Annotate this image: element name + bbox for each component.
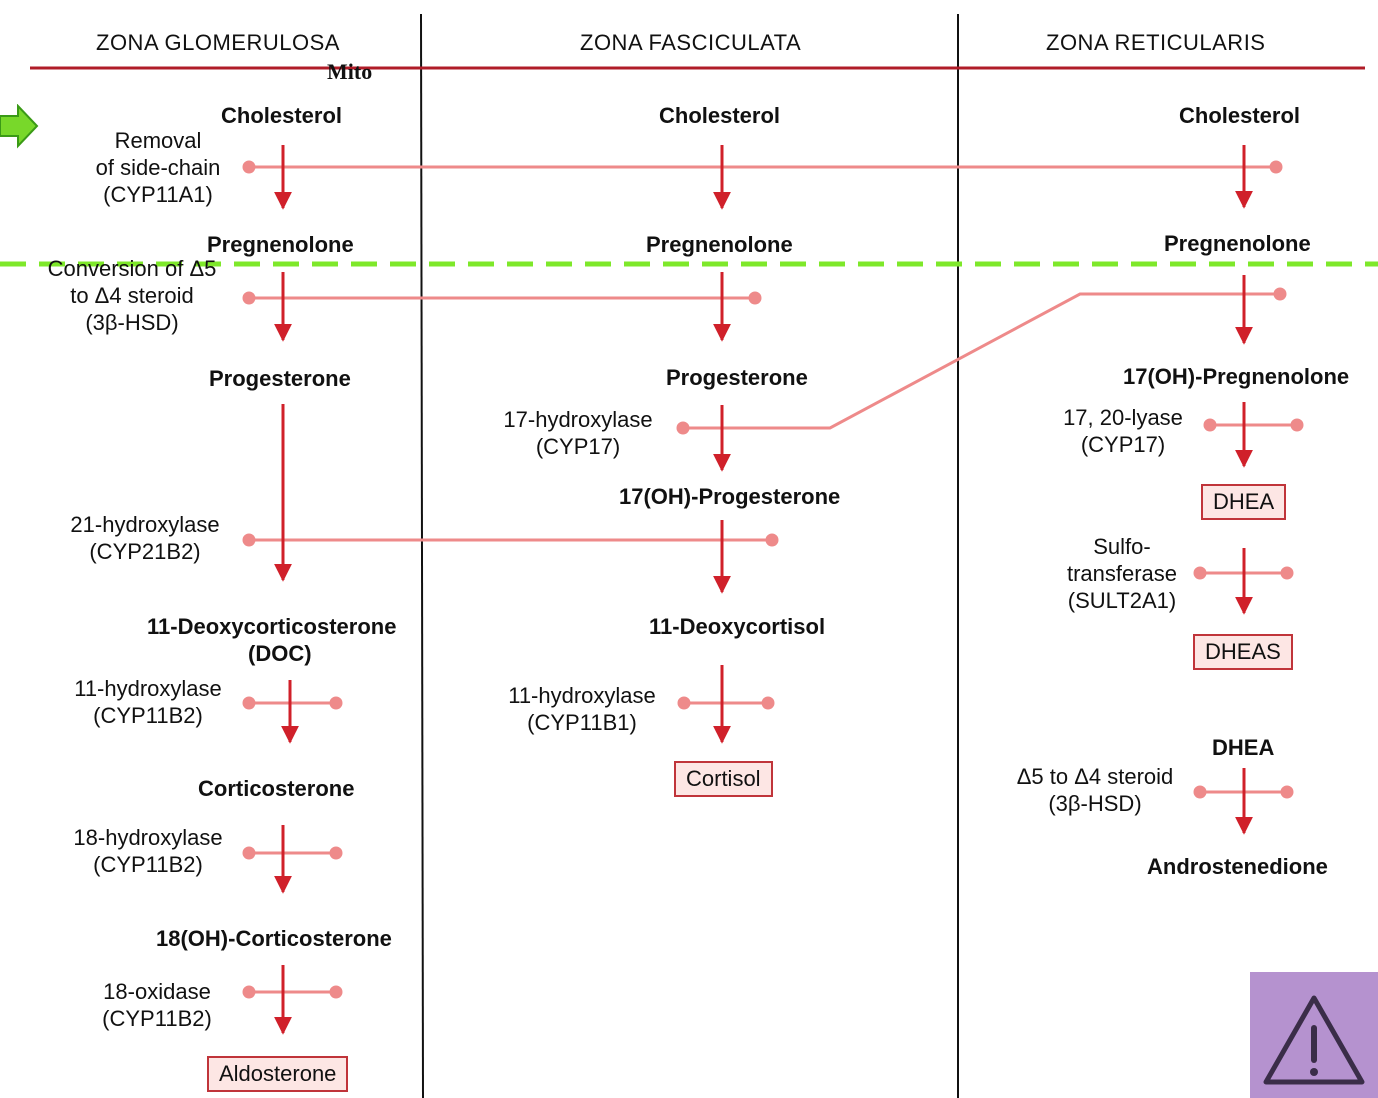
deoxycortisol: 11-Deoxycortisol bbox=[649, 614, 826, 639]
pregnenolone-r: Pregnenolone bbox=[1164, 231, 1311, 256]
dhea-box: DHEA bbox=[1201, 484, 1287, 520]
enzyme-cyp17-hydroxylase: 17-hydroxylase(CYP17) bbox=[503, 407, 653, 459]
androstenedione: Androstenedione bbox=[1147, 854, 1328, 879]
header-reticularis: ZONA RETICULARIS bbox=[1046, 30, 1266, 55]
dheas-box: DHEAS bbox=[1193, 634, 1293, 670]
oh-progesterone: 17(OH)-Progesterone bbox=[619, 484, 841, 509]
enzyme-lines bbox=[242, 160, 1304, 999]
cortisol-box: Cortisol bbox=[674, 761, 773, 797]
header-fasciculata: ZONA FASCICULATA bbox=[580, 30, 802, 55]
progesterone-g: Progesterone bbox=[209, 366, 351, 391]
enzyme-cyp11b2-11h: 11-hydroxylase(CYP11B2) bbox=[74, 676, 222, 728]
enzyme-sult2a1: Sulfo-transferase(SULT2A1) bbox=[1066, 534, 1178, 613]
cholesterol-r: Cholesterol bbox=[1179, 103, 1301, 128]
cholesterol-g: Cholesterol bbox=[221, 103, 343, 128]
warning-badge[interactable] bbox=[1250, 972, 1378, 1098]
enzyme-cyp11b1: 11-hydroxylase(CYP11B1) bbox=[508, 683, 656, 735]
cholesterol-f: Cholesterol bbox=[659, 103, 781, 128]
enzyme-cyp11b2-18ox: 18-oxidase(CYP11B2) bbox=[102, 979, 212, 1031]
green-arrow-icon bbox=[0, 104, 39, 149]
pregnenolone-f: Pregnenolone bbox=[646, 232, 793, 257]
mito-label: Mito bbox=[327, 59, 373, 84]
oh-corticosterone: 18(OH)-Corticosterone bbox=[156, 926, 392, 951]
corticosterone: Corticosterone bbox=[198, 776, 355, 801]
reaction-arrows bbox=[274, 145, 1253, 1035]
aldosterone-box: Aldosterone bbox=[207, 1056, 349, 1092]
header-glomerulosa: ZONA GLOMERULOSA bbox=[96, 30, 340, 55]
enzyme-cyp11b2-18h: 18-hydroxylase(CYP11B2) bbox=[73, 825, 223, 877]
doc-abbrev: (DOC) bbox=[248, 641, 312, 666]
enzyme-cyp17-lyase: 17, 20-lyase(CYP17) bbox=[1063, 405, 1183, 457]
warning-icon bbox=[1263, 995, 1365, 1085]
pregnenolone-g: Pregnenolone bbox=[207, 232, 354, 257]
enzyme-3b-hsd-r: Δ5 to Δ4 steroid(3β-HSD) bbox=[1016, 764, 1174, 816]
progesterone-f: Progesterone bbox=[666, 365, 808, 390]
enzyme-cyp21b2: 21-hydroxylase(CYP21B2) bbox=[70, 512, 220, 564]
column-divider bbox=[420, 13, 424, 1098]
dhea-label: DHEA bbox=[1212, 735, 1275, 760]
deoxycorticosterone: 11-Deoxycorticosterone bbox=[147, 614, 397, 639]
oh-pregnenolone: 17(OH)-Pregnenolone bbox=[1123, 364, 1350, 389]
